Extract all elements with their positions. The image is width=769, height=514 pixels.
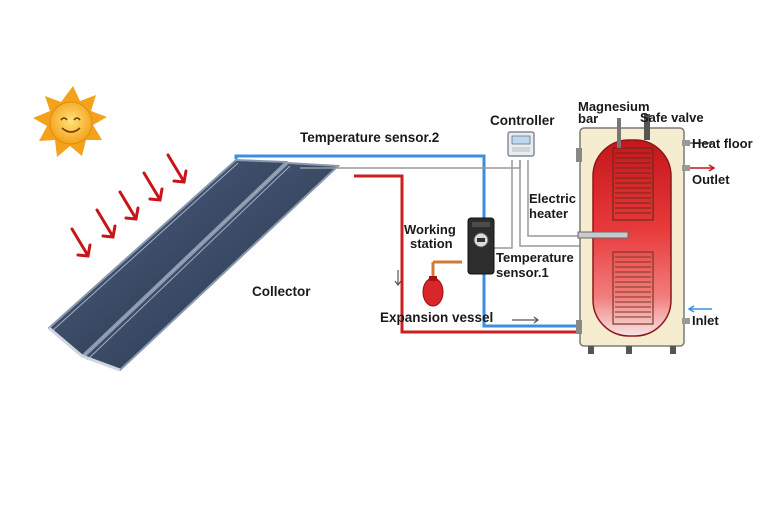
expansion-vessel-label: Expansion vessel [380,310,493,325]
down-arrow-icon [95,208,117,239]
outlet-label: Outlet [692,172,730,187]
temperature-sensor-1-label-2: sensor.1 [496,265,549,280]
working-station-label: Working [404,222,456,237]
hot-pipe [354,174,592,334]
down-arrow-icon [118,190,140,221]
sun-icon [33,86,107,157]
inlet-arrow-icon [687,305,712,313]
working-station [467,217,495,275]
magnesium-bar-label: Magnesium [578,99,650,114]
expansion-vessel [394,260,462,307]
down-arrow-icon [70,227,92,258]
inlet-label: Inlet [692,313,719,328]
temperature-sensor-2-label: Temperature sensor.2 [300,130,439,145]
safe-valve-label: Safe valve [640,110,704,125]
cold-pipe [234,154,592,328]
expansion-arrow-icon [512,316,539,324]
temperature-sensor-1-label: Temperature [496,250,574,265]
sun-rays [70,153,188,258]
controller-box [507,131,535,157]
collector-label: Collector [252,284,311,299]
down-arrow-icon [166,153,188,184]
storage-tank [576,114,690,354]
outlet-arrow-icon [690,164,716,172]
electric-heater-label-2: heater [529,206,568,221]
electric-heater-label: Electric [529,191,576,206]
solar-collector [47,158,341,372]
magnesium-bar-label-2: bar [578,111,598,126]
heat-floor-label: Heat floor [692,136,753,151]
controller-label: Controller [490,113,555,128]
down-arrow-icon [142,171,164,202]
working-station-label-2: station [410,236,453,251]
